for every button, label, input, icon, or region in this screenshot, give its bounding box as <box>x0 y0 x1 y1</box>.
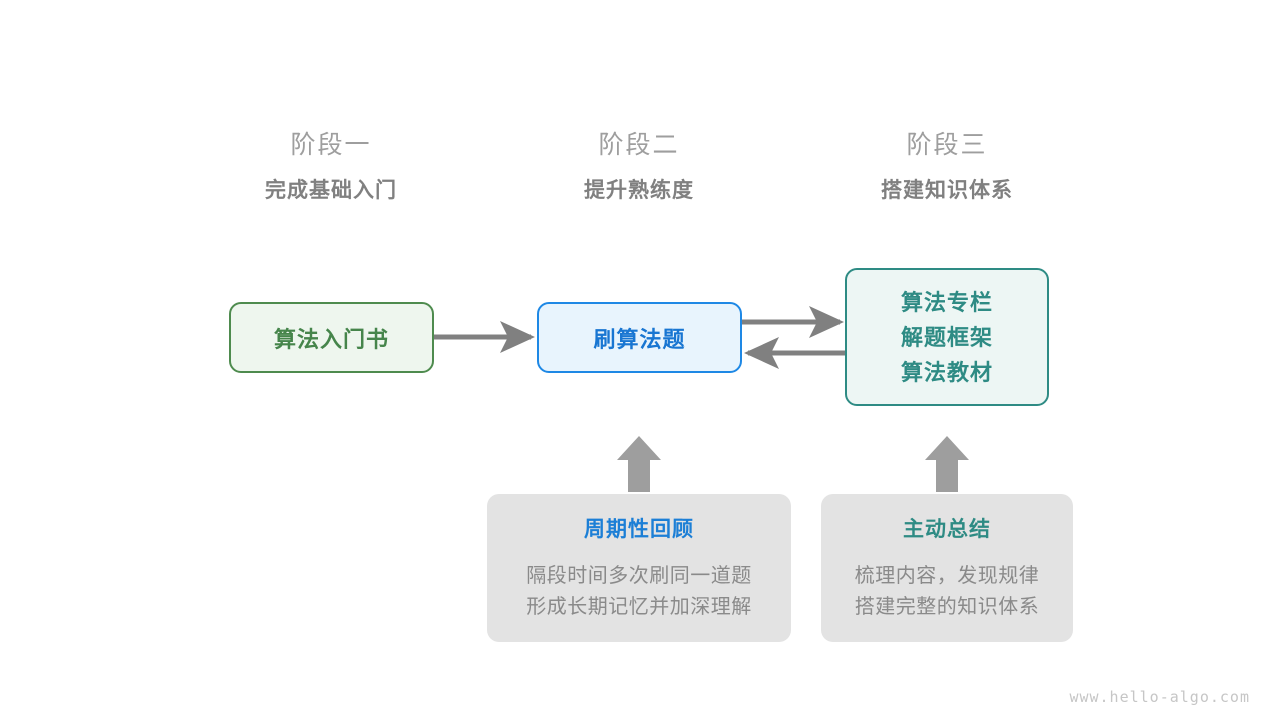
stage-header-3: 阶段三 搭建知识体系 <box>837 128 1057 207</box>
node-label-system-line1: 算法专栏 <box>900 289 993 315</box>
stage-number-1: 阶段一 <box>290 131 372 159</box>
stage-header-2: 阶段二 提升熟练度 <box>529 128 749 207</box>
node-knowledge-system[interactable]: 算法专栏 解题框架 算法教材 <box>845 268 1049 406</box>
stage-header-1: 阶段一 完成基础入门 <box>221 128 441 207</box>
stage-number-2: 阶段二 <box>598 131 680 159</box>
stage-number-3: 阶段三 <box>906 131 988 159</box>
arrow-up-active-summary <box>925 436 969 492</box>
note-body-periodic-review: 隔段时间多次刷同一道题 形成长期记忆并加深理解 <box>526 561 752 623</box>
note-card-periodic-review[interactable]: 周期性回顾 隔段时间多次刷同一道题 形成长期记忆并加深理解 <box>487 494 791 642</box>
node-label-system-line3: 算法教材 <box>900 359 993 385</box>
note-body-line-2: 搭建完整的知识体系 <box>854 596 1040 618</box>
node-practice-problems[interactable]: 刷算法题 <box>537 302 742 373</box>
note-title-active-summary: 主动总结 <box>903 518 991 541</box>
note-body-line-1: 隔段时间多次刷同一道题 <box>526 565 752 587</box>
stage-title-3: 搭建知识体系 <box>881 179 1013 202</box>
note-card-active-summary[interactable]: 主动总结 梳理内容，发现规律 搭建完整的知识体系 <box>821 494 1073 642</box>
arrow-up-periodic-review <box>617 436 661 492</box>
note-title-periodic-review: 周期性回顾 <box>584 518 694 541</box>
stage-title-2: 提升熟练度 <box>584 179 694 202</box>
note-body-active-summary: 梳理内容，发现规律 搭建完整的知识体系 <box>855 561 1040 623</box>
node-label-practice: 刷算法题 <box>593 326 686 352</box>
node-label-book: 算法入门书 <box>273 326 389 352</box>
node-label-system-line2: 解题框架 <box>900 324 993 350</box>
watermark-url: www.hello-algo.com <box>1069 688 1250 706</box>
stage-title-1: 完成基础入门 <box>265 179 397 202</box>
note-body-line-1: 梳理内容，发现规律 <box>854 565 1040 587</box>
node-algorithm-intro-book[interactable]: 算法入门书 <box>229 302 434 373</box>
note-body-line-2: 形成长期记忆并加深理解 <box>526 596 752 618</box>
